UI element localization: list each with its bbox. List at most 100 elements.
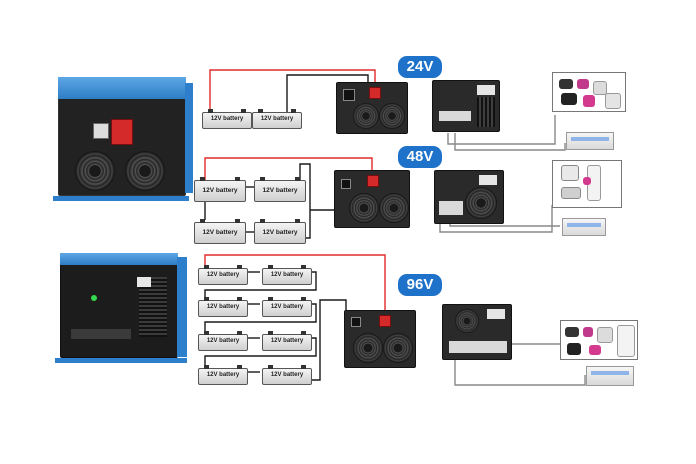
- battery-label: 12V battery: [270, 338, 304, 344]
- inverter-front-96v: [344, 310, 416, 368]
- fan-icon: [455, 309, 479, 333]
- positive-terminal: [369, 87, 381, 99]
- battery-96v-2: 12V battery: [262, 265, 312, 285]
- battery-label: 12V battery: [206, 272, 240, 278]
- appliance-box-96v: [560, 320, 638, 360]
- battery-48v-3: 12V battery: [194, 219, 246, 244]
- fan-icon: [75, 151, 115, 191]
- warning-label: [479, 175, 497, 185]
- inverter-top-side: [185, 83, 193, 193]
- appliance-icon: [605, 93, 621, 109]
- battery-label: 12V battery: [270, 372, 304, 378]
- appliance-icon: [561, 187, 581, 199]
- warning-label: [477, 85, 495, 95]
- battery-96v-4: 12V battery: [262, 297, 312, 317]
- appliance-icon: [577, 79, 589, 89]
- voltage-badge-48v: 48V: [398, 146, 442, 168]
- ac-wire-24v-b: [454, 133, 566, 151]
- negative-terminal: [93, 123, 109, 139]
- appliance-icon: [597, 327, 613, 343]
- battery-label: 12V battery: [260, 116, 294, 122]
- air-conditioner-96v: [586, 366, 634, 386]
- battery-label: 12V battery: [210, 116, 244, 122]
- inverter-bottom-cover: [60, 253, 178, 265]
- battery-label: 12V battery: [206, 338, 240, 344]
- appliance-icon: [617, 325, 635, 357]
- battery-96v-3: 12V battery: [198, 297, 248, 317]
- battery-label: 12V battery: [202, 187, 238, 194]
- battery-96v-6: 12V battery: [262, 331, 312, 351]
- appliance-icon: [589, 345, 601, 355]
- battery-label: 12V battery: [270, 304, 304, 310]
- voltage-badge-24v: 24V: [398, 56, 442, 78]
- vent-grille: [477, 97, 495, 127]
- positive-terminal: [367, 175, 379, 187]
- bridge-96v-5: [204, 271, 317, 300]
- battery-96v-8: 12V battery: [262, 365, 312, 385]
- appliance-icon: [583, 95, 595, 107]
- outlet-panel: [439, 111, 471, 121]
- battery-24v-1: 12V battery: [202, 109, 252, 129]
- inverter-top-cover: [58, 77, 186, 99]
- fan-icon: [353, 333, 383, 363]
- appliance-icon: [561, 93, 577, 105]
- warning-label: [137, 277, 151, 287]
- appliance-icon: [583, 177, 591, 185]
- inverter-front-24v: [336, 82, 408, 134]
- positive-terminal: [111, 119, 133, 145]
- fan-icon: [353, 103, 379, 129]
- neg-wire-48v: [299, 163, 311, 239]
- warning-label: [487, 309, 505, 319]
- wiring-48v: [204, 157, 560, 239]
- appliance-icon: [559, 79, 573, 89]
- battery-48v-1: 12V battery: [194, 177, 246, 202]
- battery-label: 12V battery: [262, 187, 298, 194]
- inverter-bottom-side: [177, 257, 187, 357]
- fan-icon: [465, 187, 497, 219]
- appliance-icon: [565, 327, 579, 337]
- switch-icon: [351, 317, 361, 327]
- switch-icon: [341, 179, 351, 189]
- battery-label: 12V battery: [206, 372, 240, 378]
- appliance-box-48v: [552, 160, 622, 208]
- ac-wire-96v-a: [454, 358, 586, 386]
- inverter-back-24v: [432, 80, 500, 132]
- neg-wire-96v: [305, 299, 347, 381]
- foot: [55, 358, 187, 363]
- wiring-24v: [209, 69, 566, 151]
- appliance-icon: [567, 343, 581, 355]
- positive-terminal: [379, 315, 391, 327]
- battery-48v-4: 12V battery: [254, 219, 306, 244]
- battery-96v-5: 12V battery: [198, 331, 248, 351]
- battery-96v-1: 12V battery: [198, 265, 248, 285]
- neg-wire-24v: [286, 74, 369, 112]
- fan-icon: [383, 333, 413, 363]
- outlet-panel: [449, 341, 507, 353]
- appliance-box-24v: [552, 72, 626, 112]
- inverter-back-96v: [442, 304, 512, 360]
- battery-label: 12V battery: [270, 272, 304, 278]
- fan-icon: [379, 103, 405, 129]
- ac-wire-24v-a: [447, 115, 556, 145]
- fan-icon: [349, 193, 379, 223]
- air-conditioner-24v: [566, 132, 614, 150]
- outlet-strip: [71, 329, 131, 339]
- outlet-panel: [439, 201, 463, 215]
- voltage-badge-96v: 96V: [398, 274, 442, 296]
- pos-wire-96v: [204, 254, 386, 318]
- inverter-back-48v: [434, 170, 504, 224]
- pos-wire-48v: [204, 157, 373, 180]
- battery-label: 12V battery: [262, 229, 298, 236]
- appliance-icon: [561, 165, 579, 181]
- battery-96v-7: 12V battery: [198, 365, 248, 385]
- vent-grille: [139, 277, 167, 337]
- ac-wire-48v-a: [439, 205, 553, 233]
- power-led: [91, 295, 97, 301]
- fan-icon: [125, 151, 165, 191]
- fan-icon: [379, 193, 409, 223]
- foot: [53, 196, 189, 201]
- inverter-front-48v: [334, 170, 410, 228]
- air-conditioner-48v: [562, 218, 606, 236]
